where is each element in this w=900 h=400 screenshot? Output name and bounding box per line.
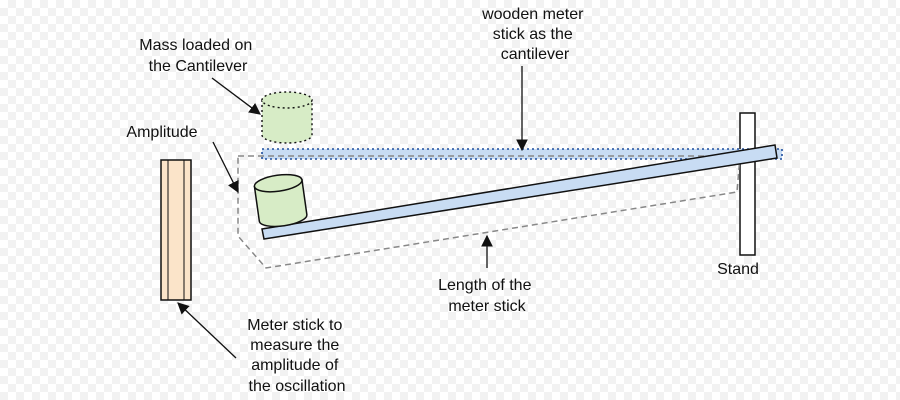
arrow-mass-label — [211, 77, 261, 115]
label-stand: Stand — [717, 261, 759, 278]
label-mass-loaded: Mass loaded on the Cantilever — [139, 37, 256, 75]
label-wooden-meter-stick: wooden meter stick as the cantilever — [481, 6, 588, 63]
mass-rest-position — [261, 91, 313, 144]
mass-deflected — [253, 173, 308, 228]
label-length-of-meter-stick: Length of the meter stick — [438, 277, 536, 315]
cantilever-deflected — [261, 144, 778, 240]
label-amplitude: Amplitude — [126, 124, 197, 141]
stand-post — [739, 112, 756, 256]
arrow-amplitude-label — [212, 141, 239, 194]
arrow-measuring-stick-label — [177, 302, 237, 359]
measuring-meter-stick — [160, 159, 192, 301]
label-measuring-stick: Meter stick to measure the amplitude of … — [247, 317, 347, 395]
cantilever-lower-outline — [237, 155, 741, 269]
